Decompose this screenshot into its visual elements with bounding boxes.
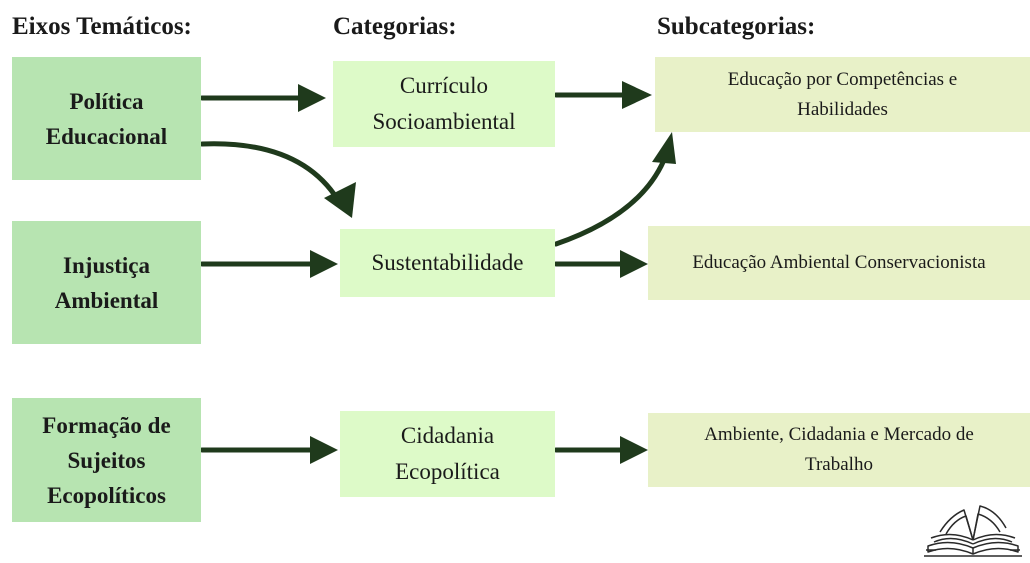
arrowhead [310,250,338,278]
arrowhead [324,182,356,218]
header-categorias: Categorias: [333,13,457,40]
arrowhead [652,132,676,164]
header-subcategorias: Subcategorias: [657,13,816,40]
subcategoria-competencias-habilidades: Educação por Competências e Habilidades [655,57,1030,132]
categoria-curriculo-socioambiental: Currículo Socioambiental [333,61,555,147]
categoria-sustentabilidade: Sustentabilidade [340,229,555,297]
arrowhead [298,84,326,112]
eixo-injustica-ambiental: Injustiça Ambiental [12,221,201,344]
categoria-cidadania-ecopolitica: Cidadania Ecopolítica [340,411,555,497]
header-eixos: Eixos Temáticos: [12,13,192,40]
subcategoria-ambiente-cidadania-mercado: Ambiente, Cidadania e Mercado de Trabalh… [648,413,1030,487]
open-book-icon [924,505,1022,557]
arrow-politica-to-sustentabilidade [199,141,341,203]
subcategoria-educacao-conservacionista: Educação Ambiental Conservacionista [648,226,1030,300]
arrowhead [620,436,648,464]
arrowhead [620,250,648,278]
arrowhead [622,81,652,109]
eixo-politica-educacional: Política Educacional [12,57,201,180]
arrow-sustentabilidade-to-competencias [553,157,667,247]
eixo-formacao-sujeitos: Formação de Sujeitos Ecopolíticos [12,398,201,522]
arrowhead [310,436,338,464]
